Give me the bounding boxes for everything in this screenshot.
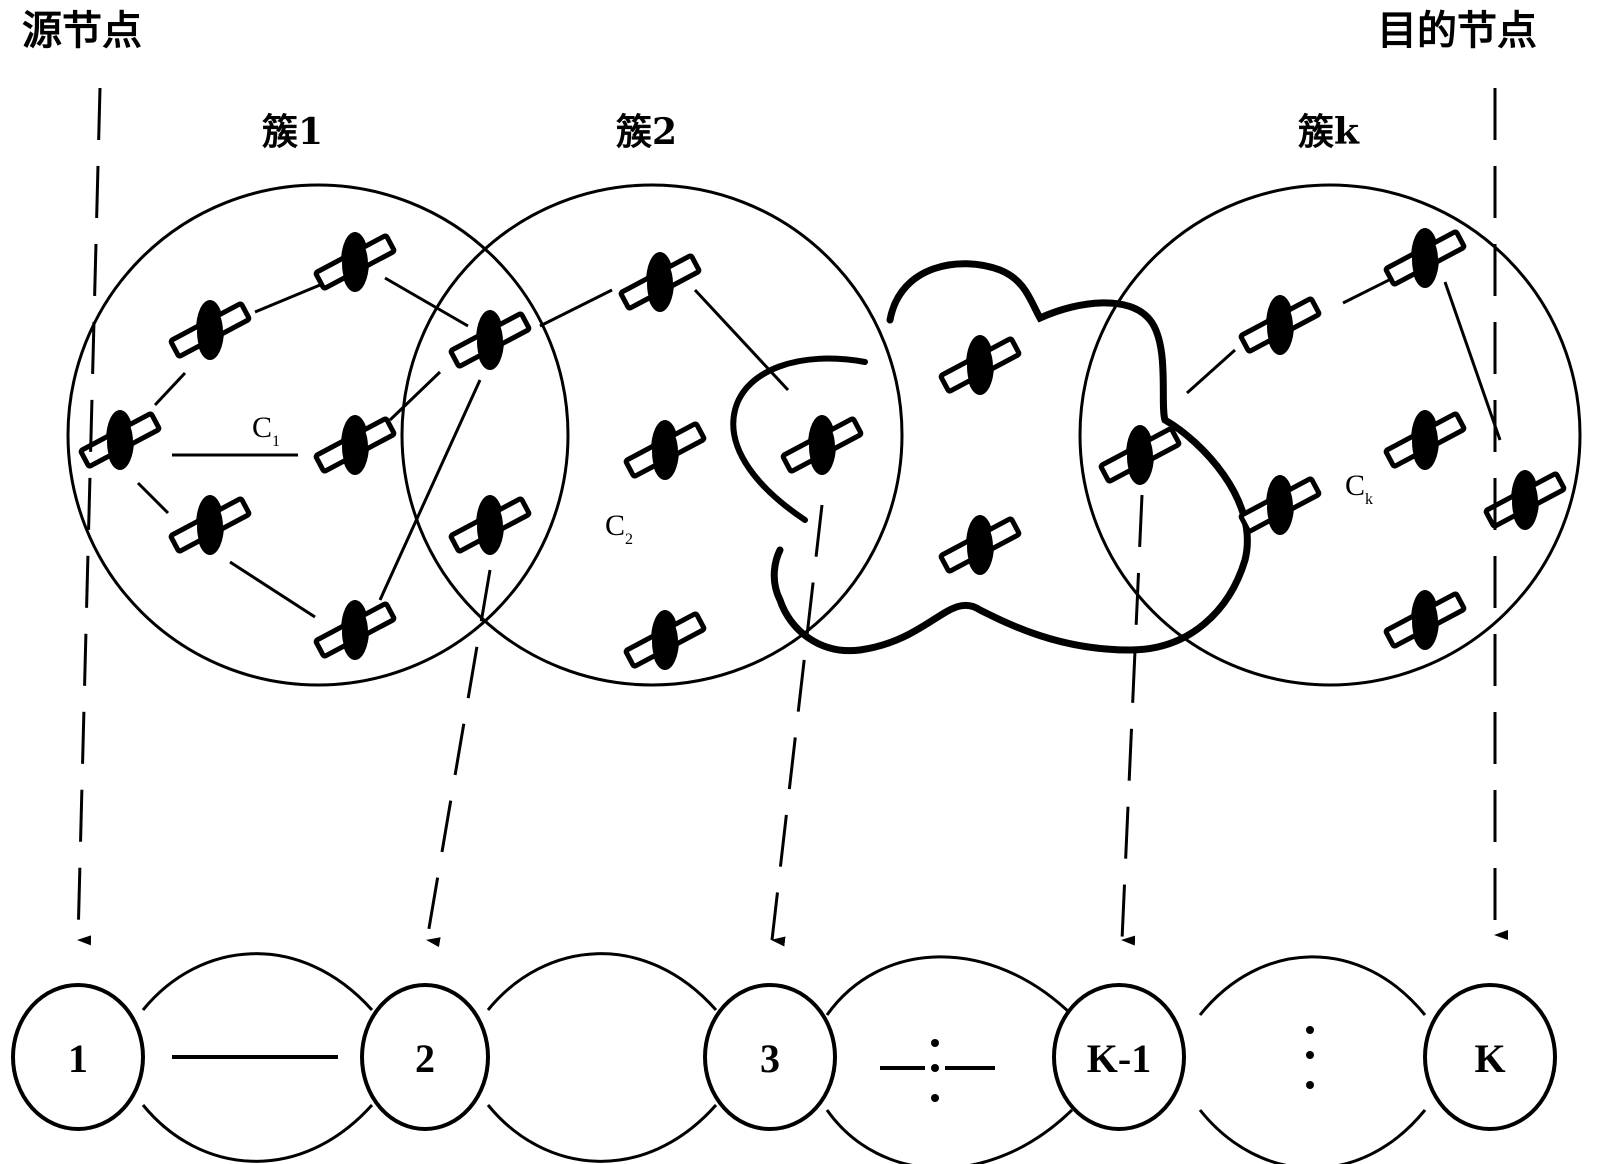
link (1443, 281, 1502, 441)
sensor-node-icon (1240, 475, 1319, 535)
link-arc-top (141, 952, 374, 1012)
sensor-nodes (80, 228, 1564, 670)
sensor-node-icon (1385, 410, 1464, 470)
link (136, 481, 170, 515)
sensor-node-icon (170, 495, 249, 555)
mapping-arrow-source (76, 87, 102, 946)
link-arc-bottom (1198, 1109, 1427, 1164)
source-node-label: 源节点 (22, 7, 142, 54)
sensor-node-icon (1240, 295, 1319, 355)
sensor-node-icon (1100, 425, 1179, 485)
sensor-node-icon (782, 415, 861, 475)
destination-node-label: 目的节点 (1377, 7, 1537, 54)
cluster-1-boundary (66, 183, 570, 687)
mapping-arrow-2 (425, 569, 492, 948)
chain-node-k-1: K-1 (1052, 983, 1186, 1131)
link (1185, 348, 1237, 395)
cluster-k-label: Ck (1345, 469, 1373, 508)
sensor-node-icon (625, 610, 704, 670)
link (388, 370, 442, 422)
link (254, 283, 321, 314)
mapping-arrow-k-1 (1120, 494, 1144, 946)
sensor-node-icon (315, 415, 394, 475)
chain-link-3-k1-ellipsis (880, 1039, 995, 1102)
chain-node-k: K (1423, 983, 1557, 1131)
link-arc-bottom (825, 1108, 1074, 1164)
cluster-2-label: C2 (605, 509, 633, 548)
sensor-node-icon (315, 232, 394, 292)
sensor-node-icon (1485, 470, 1564, 530)
sensor-node-icon (625, 420, 704, 480)
chain-node-1: 1 (11, 983, 145, 1131)
routing-region-outline (770, 260, 1251, 655)
sensor-node-icon (940, 335, 1019, 395)
link (693, 288, 790, 392)
chain-node-3: 3 (703, 983, 837, 1131)
sensor-node-icon (940, 515, 1019, 575)
chain-node-3-label: 3 (760, 1036, 780, 1081)
cluster-links (136, 270, 1502, 619)
sensor-node-icon (170, 300, 249, 360)
chain-link-k1-k-ellipsis (1306, 1026, 1314, 1089)
sensor-node-icon (620, 252, 699, 312)
cluster-k-boundary (1078, 183, 1582, 687)
sensor-node-icon (1385, 590, 1464, 650)
link (539, 288, 613, 328)
cluster-1-label: C1 (252, 411, 280, 450)
link (153, 371, 187, 407)
link-arc-top (1198, 955, 1427, 1016)
routing-region-loop (730, 355, 868, 523)
sensor-node-icon (315, 600, 394, 660)
chain-node-k-label: K (1474, 1036, 1505, 1081)
chain-node-1-label: 1 (68, 1036, 88, 1081)
cluster-2-boundary (400, 183, 904, 687)
sensor-node-icon (450, 495, 529, 555)
chain-node-2: 2 (360, 983, 490, 1131)
sensor-node-icon (450, 310, 529, 370)
link-arc-top (486, 952, 718, 1011)
link-arc-bottom (141, 1103, 374, 1163)
link-arc-top (825, 955, 1074, 1017)
chain-link-arcs (141, 952, 1427, 1164)
link (378, 379, 482, 601)
link-arc-bottom (486, 1104, 718, 1163)
mapping-arrow-3 (770, 504, 824, 947)
cluster-k-title: 簇k (1298, 111, 1360, 153)
cluster-1-title: 簇1 (262, 111, 323, 153)
sensor-node-icon (1385, 228, 1464, 288)
mapping-arrows (76, 87, 1508, 948)
cluster-2-title: 簇2 (616, 111, 677, 153)
link (384, 276, 469, 328)
link (229, 560, 316, 619)
chain-node-k-1-label: K-1 (1087, 1036, 1151, 1081)
chain-node-2-label: 2 (415, 1036, 435, 1081)
chain: 1 2 3 K-1 K (11, 952, 1557, 1164)
